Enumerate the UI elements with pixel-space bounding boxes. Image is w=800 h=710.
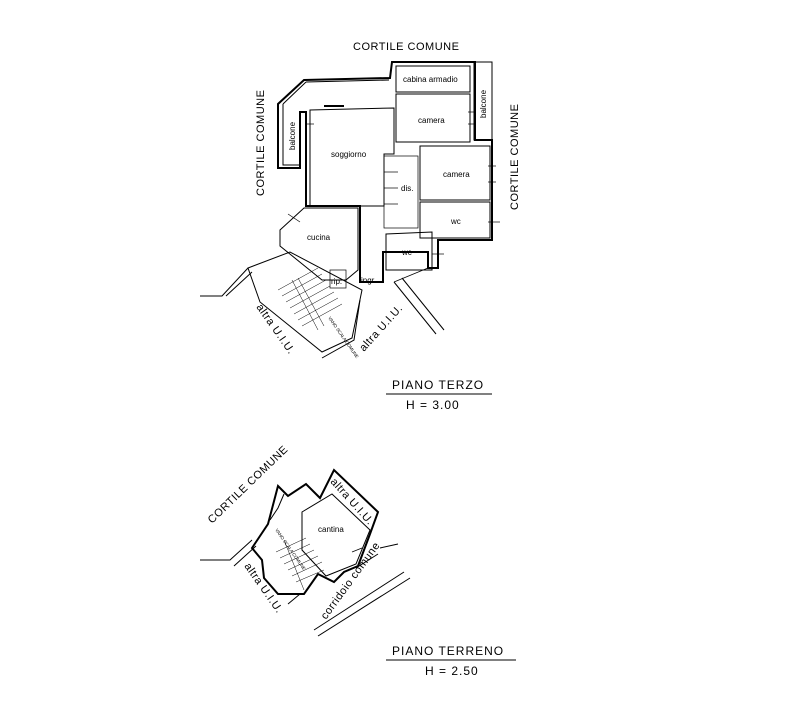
bathroom-2-label: wc [401,248,412,257]
upper-floor-height: H = 3.00 [406,398,460,412]
kitchen-label: cucina [307,233,331,242]
upper-other-unit-right-label: altra U.I.U. [357,302,405,354]
cellar-label: cantina [318,525,344,534]
storage-room [329,269,347,289]
living-label: soggiorno [331,150,367,159]
upper-right-wall [393,277,445,335]
bathroom-1-room [419,201,491,239]
upper-stairwell [247,251,363,353]
upper-courtyard-right-label: CORTILE COMUNE [509,104,521,210]
bedroom-2-label: camera [443,170,470,179]
upper-floor-plan: CORTILE COMUNE CORTILE COMUNE CORTILE CO… [200,41,521,412]
upper-floor-outer-wall [277,61,493,283]
hall-label: dis. [401,184,413,193]
corridor-label: corridoio comune [319,540,383,622]
upper-courtyard-top-label: CORTILE COMUNE [353,41,459,53]
kitchen-room [279,207,359,281]
ground-stairwell [275,537,325,591]
storage-label: rip. [331,277,342,286]
living-room [309,107,395,207]
ground-floor-height: H = 2.50 [425,664,479,678]
ground-floor-title: PIANO TERRENO [392,644,504,658]
bedroom-1-room [395,93,471,143]
closet-room [395,65,471,93]
bedroom-2-room [419,145,491,201]
corridor-walls [313,543,411,637]
bedroom-1-label: camera [418,116,445,125]
upper-floor-title: PIANO TERZO [392,378,484,392]
ground-left-wall [200,539,257,567]
cellar-room [301,493,371,577]
entrance-label: ingr. [361,276,376,285]
ground-floor-plan: CORTILE COMUNE altra U.I.U. altra U.I.U.… [200,444,516,678]
balcony-right [473,61,493,141]
closet-label: cabina armadio [403,75,458,84]
bathroom-2-room [385,231,433,271]
upper-courtyard-left-label: CORTILE COMUNE [255,90,267,196]
balcony-left-label: balcone [288,121,297,150]
upper-other-unit-left-label: altra U.I.U. [254,302,297,357]
ground-floor-outer-wall [250,468,380,595]
balcony-right-label: balcone [479,89,488,118]
upper-left-wall [200,267,253,297]
bathroom-1-label: wc [450,217,461,226]
